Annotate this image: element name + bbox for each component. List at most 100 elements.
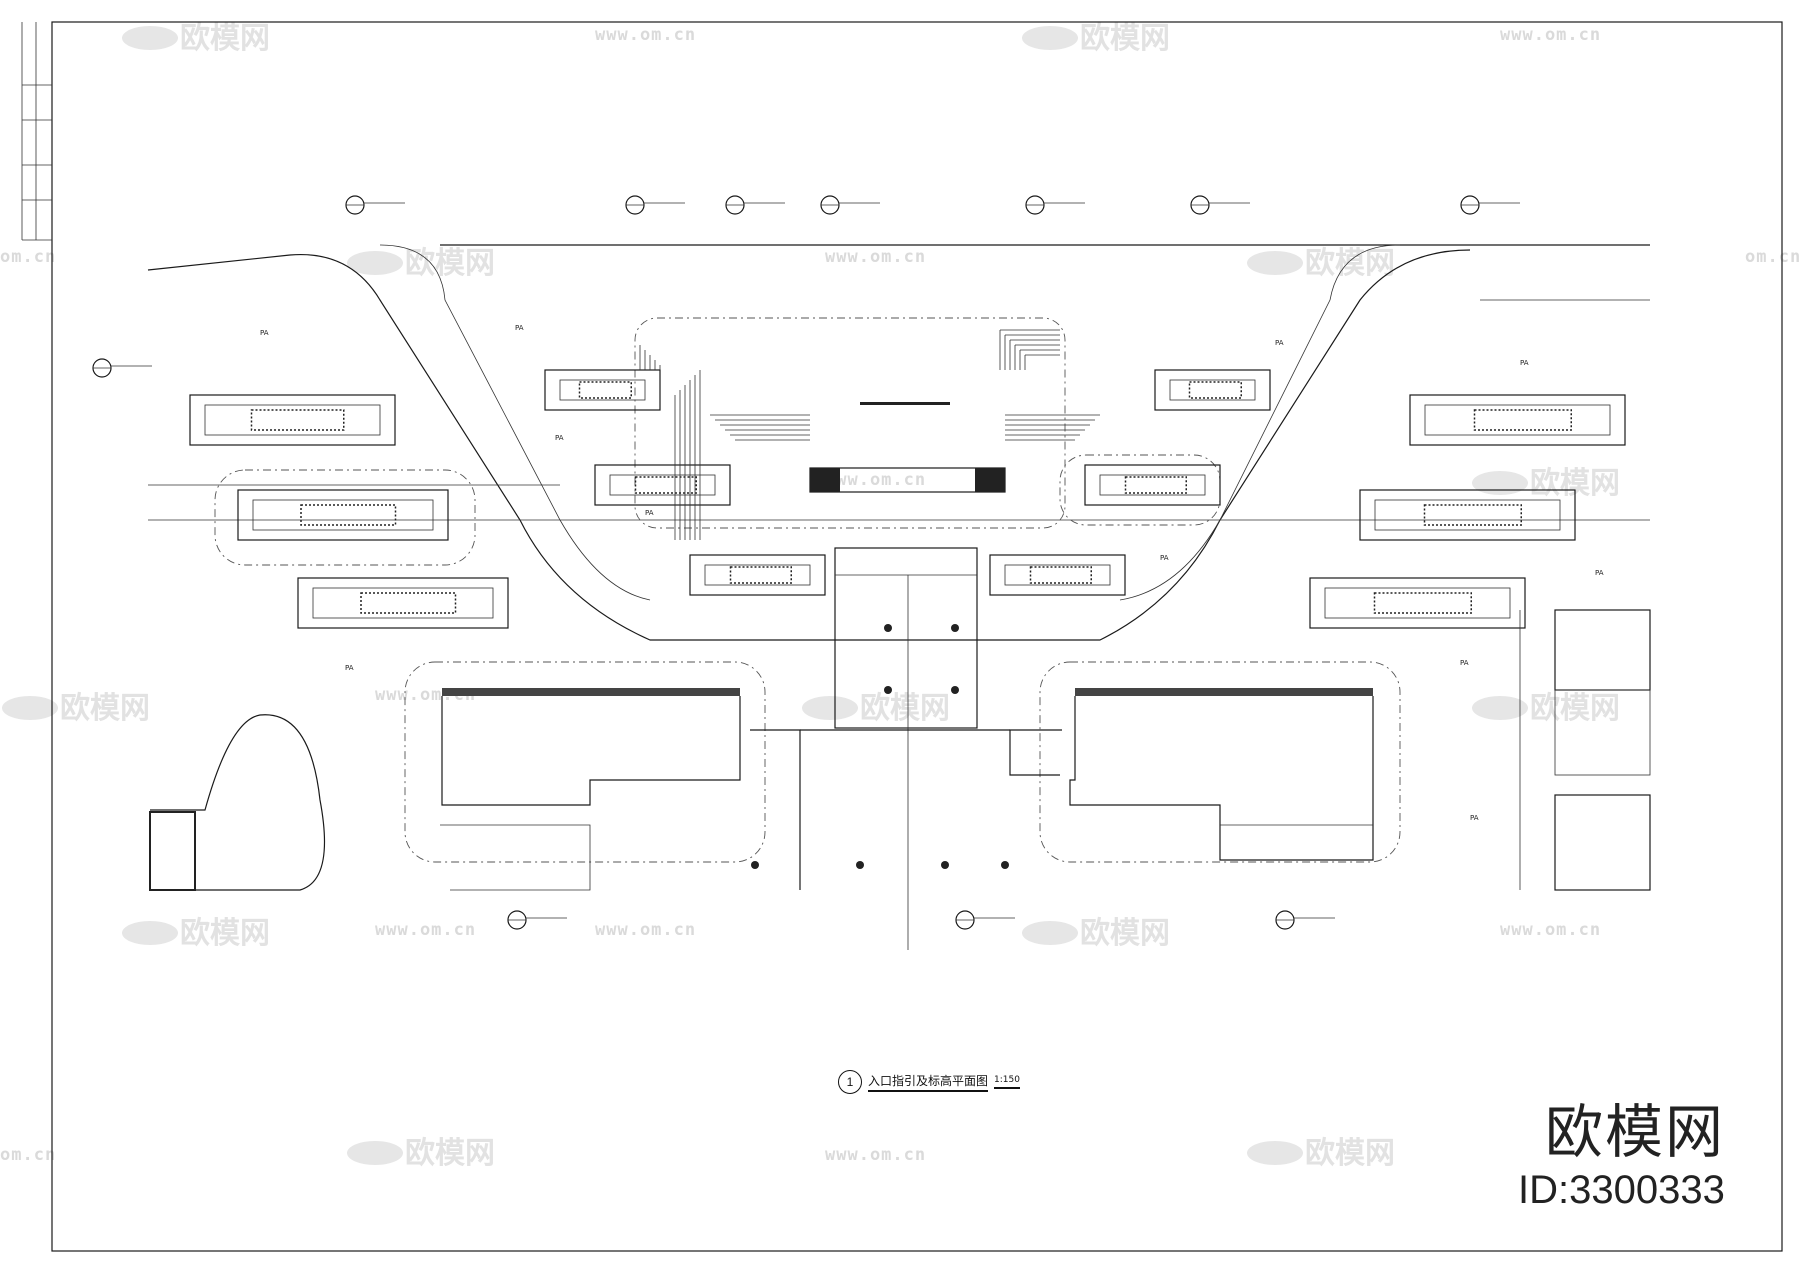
watermark-logo-icon (1472, 471, 1528, 495)
watermark-logo-icon (122, 921, 178, 945)
watermark-url: www.om.cn (375, 920, 476, 940)
planter-inner (609, 474, 716, 496)
planter-seating (300, 504, 397, 526)
lamp-icon (941, 861, 949, 869)
drawing-title: 入口指引及标高平面图 (868, 1072, 989, 1092)
site-boundaries (147, 244, 1650, 863)
planter-seating (1188, 381, 1242, 399)
watermark-logo-icon (1472, 696, 1528, 720)
watermark-logo-icon (347, 251, 403, 275)
planter-inner (1099, 474, 1206, 496)
planter-box (297, 577, 509, 629)
planter-box (1359, 489, 1576, 541)
planter-inner (1424, 404, 1611, 436)
left-strip (21, 22, 52, 241)
planter-box (989, 554, 1126, 596)
planter-box (1154, 369, 1271, 411)
lower-water-features (440, 688, 1374, 891)
planter-inner (559, 379, 646, 401)
area-label: PA (1275, 339, 1284, 347)
planter-box (594, 464, 731, 506)
watermark-brand: 欧模网 (1305, 1136, 1395, 1171)
watermark-logo-icon (1247, 251, 1303, 275)
area-label: PA (260, 329, 269, 337)
watermark-brand: 欧模网 (1080, 916, 1170, 951)
watermark-brand: 欧模网 (1080, 21, 1170, 56)
step-line-left (649, 355, 691, 540)
planter-box (544, 369, 661, 411)
step-line-left (644, 350, 696, 540)
planter-inner (1169, 379, 1256, 401)
watermark-url: www.om.cn (825, 247, 926, 267)
area-label: PA (1460, 659, 1469, 667)
planter-seating (729, 566, 792, 584)
area-label: PA (345, 664, 354, 672)
area-label: PA (1160, 554, 1169, 562)
planter-box (1084, 464, 1221, 506)
lamp-icon (951, 686, 959, 694)
planter-inner (1004, 564, 1111, 586)
watermark-url: www.om.cn (595, 920, 696, 940)
planter-box (189, 394, 396, 446)
planter-seating (634, 476, 697, 494)
watermark-logo-icon (1022, 26, 1078, 50)
area-label: PA (515, 324, 524, 332)
lamp-icon (751, 861, 759, 869)
watermark-brand: 欧模网 (405, 246, 495, 281)
watermark-brand: 欧模网 (180, 21, 270, 56)
watermark-url-partial: om.cn (0, 247, 56, 267)
planter-seating (1124, 476, 1187, 494)
planter-inner (204, 404, 381, 436)
watermark-logo-icon (1022, 921, 1078, 945)
watermark-brand: 欧模网 (860, 691, 950, 726)
planter-inner (704, 564, 811, 586)
planter-inner (252, 499, 434, 531)
watermark-url: www.om.cn (1500, 25, 1601, 45)
entrance-gate (809, 402, 1006, 950)
planter-box (1309, 577, 1526, 629)
watermark-brand: 欧模网 (60, 691, 150, 726)
watermark-logo-icon (1247, 1141, 1303, 1165)
lamp-posts (751, 624, 1009, 869)
area-label: PA (1520, 359, 1529, 367)
lamp-icon (884, 686, 892, 694)
planter-box (689, 554, 826, 596)
area-label: PA (1470, 814, 1479, 822)
planter-seating (360, 592, 457, 614)
area-label: PA (645, 509, 654, 517)
watermark-logo-icon (2, 696, 58, 720)
corner-pond (149, 714, 326, 891)
step-line-left (659, 365, 681, 540)
watermark-logo-icon (347, 1141, 403, 1165)
area-label: PA (555, 434, 564, 442)
watermark-layer: 欧模网欧模网欧模网欧模网欧模网欧模网欧模网欧模网欧模网欧模网欧模网欧模网www.… (0, 21, 1800, 1171)
watermark-url: www.om.cn (825, 1145, 926, 1165)
watermark-brand: 欧模网 (1530, 691, 1620, 726)
watermark-logo-icon (802, 696, 858, 720)
callout-markers (92, 195, 1520, 930)
step-line-left (654, 360, 686, 540)
planter-seating (250, 409, 345, 431)
planter-seating (1423, 504, 1522, 526)
lamp-icon (1001, 861, 1009, 869)
planter-box (1409, 394, 1626, 446)
stair-lines (639, 329, 1100, 540)
planter-seating (1029, 566, 1092, 584)
watermark-url: www.om.cn (1500, 920, 1601, 940)
brand-logo-text: 欧模网 (1544, 1098, 1725, 1166)
step-line-right (1019, 349, 1060, 370)
planter-seating (1473, 409, 1572, 431)
planter-group (189, 369, 1626, 629)
step-line-right (1004, 334, 1060, 370)
step-line-left (639, 345, 701, 540)
lamp-icon (951, 624, 959, 632)
lamp-icon (856, 861, 864, 869)
planter-inner (312, 587, 494, 619)
view-number: 1 (838, 1070, 862, 1094)
planter-seating (578, 381, 632, 399)
step-line-right (1024, 354, 1060, 370)
step-line-right (1014, 344, 1060, 370)
planter-seating (1373, 592, 1472, 614)
